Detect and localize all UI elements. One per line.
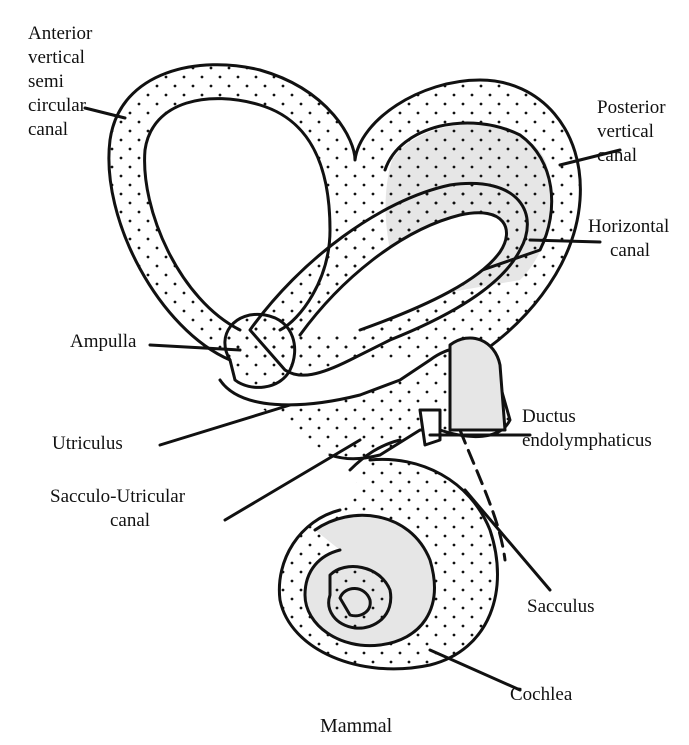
label-line: semi <box>28 70 92 94</box>
label-line: Sacculus <box>527 595 595 619</box>
label-line: Anterior <box>28 22 92 46</box>
saccule <box>450 338 505 430</box>
label-line: endolymphaticus <box>522 429 652 453</box>
label-line: Utriculus <box>52 432 123 456</box>
leader-utriculus <box>160 405 290 445</box>
label-line: canal <box>50 509 185 533</box>
figure-caption: Mammal <box>320 715 392 738</box>
label-line: circular <box>28 94 92 118</box>
endolymph-duct <box>420 410 440 445</box>
label-utriculus: Utriculus <box>52 432 123 456</box>
label-line: canal <box>588 239 669 263</box>
label-line: Ductus <box>522 405 652 429</box>
label-anterior-canal: Anterior vertical semi circular canal <box>28 22 92 142</box>
leader-sacculo <box>225 440 360 520</box>
label-sacculus: Sacculus <box>527 595 595 619</box>
label-sacculo-utricular: Sacculo-Utricular canal <box>50 485 185 533</box>
label-line: vertical <box>597 120 666 144</box>
label-horizontal-canal: Horizontal canal <box>588 215 669 263</box>
label-cochlea: Cochlea <box>510 683 572 707</box>
label-line: canal <box>597 144 666 168</box>
label-line: Sacculo-Utricular <box>50 485 185 509</box>
label-line: canal <box>28 118 92 142</box>
label-line: Ampulla <box>70 330 137 354</box>
label-ampulla: Ampulla <box>70 330 137 354</box>
label-ductus: Ductus endolymphaticus <box>522 405 652 453</box>
label-line: Horizontal <box>588 215 669 239</box>
label-line: Posterior <box>597 96 666 120</box>
label-posterior-canal: Posterior vertical canal <box>597 96 666 168</box>
label-line: vertical <box>28 46 92 70</box>
leader-cochlea <box>430 650 520 690</box>
label-line: Cochlea <box>510 683 572 707</box>
